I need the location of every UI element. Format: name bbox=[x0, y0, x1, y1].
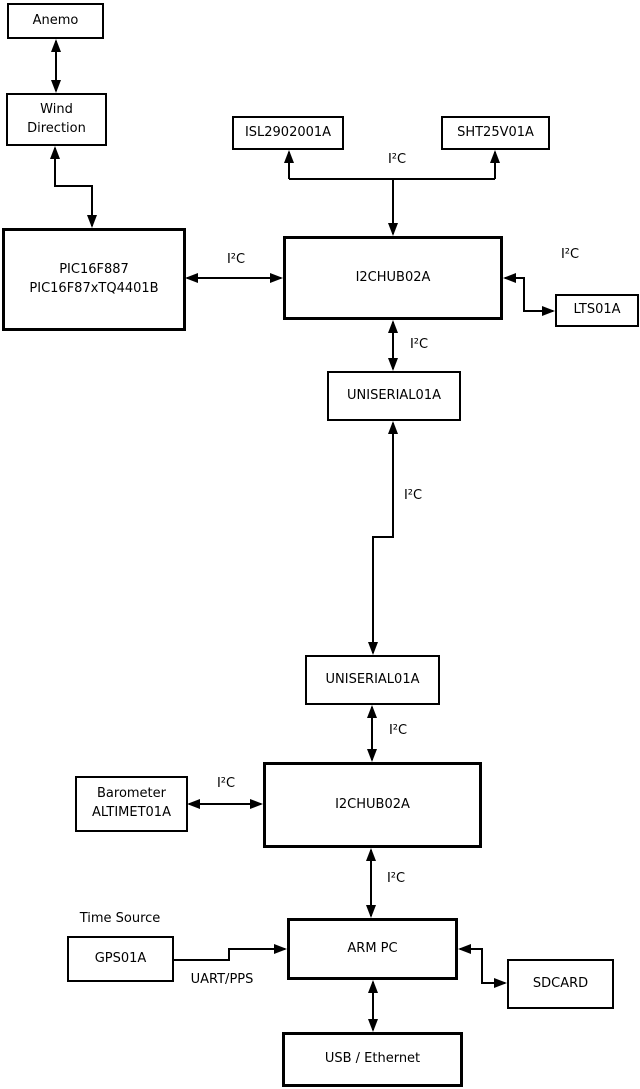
node-arm-pc: ARM PC bbox=[287, 918, 458, 980]
label-i2c-pic-hub1: I²C bbox=[226, 252, 246, 267]
edge-uniserial2-hub2 bbox=[367, 705, 377, 762]
edge-armpc-usb bbox=[368, 980, 378, 1032]
node-lts01a: LTS01A bbox=[555, 294, 639, 327]
node-usb-ethernet: USB / Ethernet bbox=[282, 1032, 463, 1087]
edge-hub1-lts bbox=[503, 273, 555, 316]
label-i2c-barometer-hub2: I²C bbox=[216, 776, 236, 791]
edge-gps-armpc bbox=[173, 944, 287, 961]
edge-wind-direction-pic bbox=[50, 146, 97, 228]
node-gps01a: GPS01A bbox=[67, 936, 174, 982]
node-sdcard: SDCARD bbox=[507, 959, 614, 1009]
label-i2c-hub2-armpc: I²C bbox=[386, 871, 406, 886]
edge-hub2-armpc bbox=[366, 848, 376, 918]
label-i2c-uniserial2-hub2: I²C bbox=[388, 723, 408, 738]
edge-pic-hub1 bbox=[185, 273, 283, 283]
label-uart-pps: UART/PPS bbox=[190, 972, 254, 987]
node-sht25v01a: SHT25V01A bbox=[441, 116, 550, 150]
edge-anemo-wind-direction bbox=[51, 39, 61, 93]
label-i2c-long-link: I²C bbox=[403, 488, 423, 503]
label-i2c-hub1-lts: I²C bbox=[560, 247, 580, 262]
label-i2c-hub1-uniserial1: I²C bbox=[409, 337, 429, 352]
edge-armpc-sdcard bbox=[458, 944, 507, 988]
label-time-source: Time Source bbox=[79, 911, 161, 926]
node-i2chub02a-1: I2CHUB02A bbox=[283, 236, 503, 320]
node-pic16f887: PIC16F887 PIC16F87xTQ4401B bbox=[2, 228, 186, 331]
label-i2c-top-branch: I²C bbox=[387, 152, 407, 167]
edge-hub1-uniserial1 bbox=[388, 320, 398, 371]
node-i2chub02a-2: I2CHUB02A bbox=[263, 762, 482, 848]
node-isl2902001a: ISL2902001A bbox=[232, 116, 344, 150]
edge-uniserial1-uniserial2 bbox=[368, 421, 398, 655]
edge-barometer-hub2 bbox=[187, 799, 263, 809]
node-barometer-altimet01a: Barometer ALTIMET01A bbox=[75, 776, 188, 832]
node-uniserial01a-2: UNISERIAL01A bbox=[305, 655, 440, 705]
node-uniserial01a-1: UNISERIAL01A bbox=[327, 371, 461, 421]
node-wind-direction: Wind Direction bbox=[6, 93, 107, 146]
edge-hub1-isl-sht-branch bbox=[284, 150, 500, 236]
node-anemo: Anemo bbox=[7, 3, 104, 39]
